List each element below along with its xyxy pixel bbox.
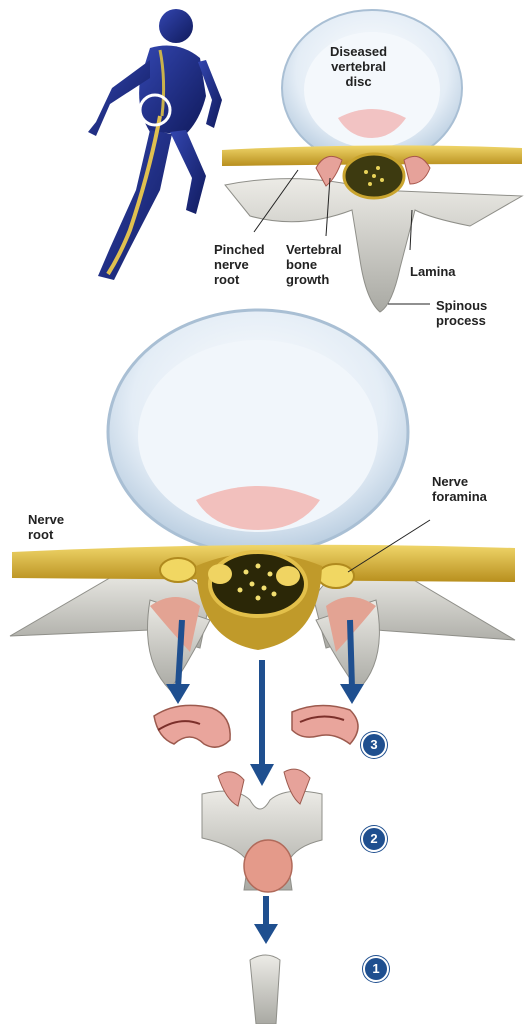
step-badge-3: 3 [361,732,387,758]
running-figure [88,9,222,280]
removed-bone-spurs [153,704,359,748]
label-nerve-root: Nerve root [28,512,65,542]
label-diseased-disc: Diseased vertebral disc [330,44,388,89]
large-leader-lines [347,519,431,573]
label-vertebral-bone-growth: Vertebral bone growth [286,242,342,287]
label-spinous-process: Spinous process [436,298,488,328]
direction-arrows [166,619,364,944]
label-pinched-nerve-root: Pinched nerve root [214,242,265,287]
large-vertebra [9,308,516,691]
removed-spinous-process [249,954,281,1024]
removed-lamina [201,768,323,893]
top-leader-lines [253,169,430,305]
step-badge-2: 2 [361,826,387,852]
top-vertebra [222,9,524,313]
label-nerve-foramina: Nerve foramina [432,474,487,504]
label-lamina: Lamina [410,264,456,279]
step-badge-1: 1 [363,956,389,982]
